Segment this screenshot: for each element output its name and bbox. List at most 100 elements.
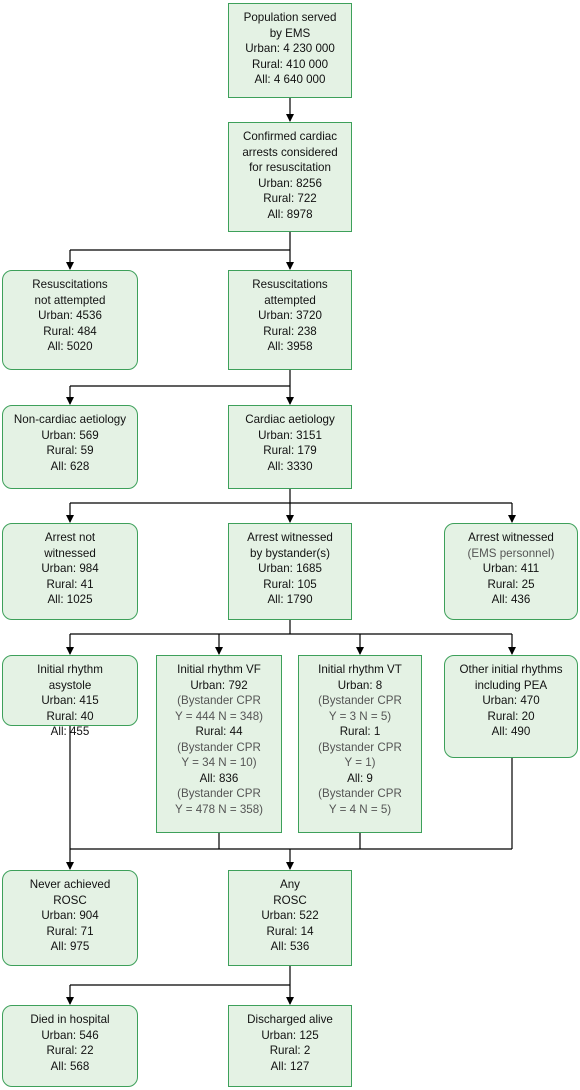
box-line: Population served <box>243 11 337 24</box>
box-vf: Initial rhythm VF Urban: 792 (Bystander CP… <box>156 655 282 833</box>
box-line: for resuscitation <box>249 161 331 174</box>
box-line: All: 4 640 000 <box>254 73 326 86</box>
box-line: Arrest witnessed <box>468 531 554 544</box>
box-line: Urban: 470 <box>482 694 540 707</box>
box-line: Urban: 125 <box>261 1028 319 1042</box>
box-line: Resuscitations <box>32 278 108 291</box>
box-line: Initial rhythm VF <box>177 663 261 676</box>
box-line: Non-cardiac aetiology <box>13 413 127 426</box>
box-line: Urban: 415 <box>41 694 99 707</box>
box-line: Rural: 238 <box>263 324 317 338</box>
box-line: Urban: 3720 <box>258 309 322 322</box>
box-line: Initial rhythm <box>37 663 103 676</box>
box-ems-witnessed: Arrest witnessed(EMS personnel)Urban: 41… <box>444 523 578 620</box>
box-line: Rural: 722 <box>263 192 317 205</box>
box-line: attempted <box>264 293 316 307</box>
box-line: All: 568 <box>50 1059 90 1073</box>
box-line: All: 1790 <box>267 593 313 606</box>
box-line: All: 975 <box>50 940 90 953</box>
box-line: Rural: 40 <box>46 709 94 723</box>
box-line: Never achieved <box>29 878 111 891</box>
box-line: All: 3958 <box>267 340 313 353</box>
box-line: by bystander(s) <box>250 546 330 560</box>
box-line: Any <box>280 878 300 891</box>
box-line: by EMS <box>269 26 311 40</box>
box-line: ROSC <box>53 893 87 907</box>
box-line: All: 127 <box>270 1059 310 1073</box>
box-line: Urban: 3151 <box>258 428 322 442</box>
box-line: Urban: 8256 <box>258 176 322 190</box>
box-line: Rural: 1 <box>339 725 381 738</box>
box-line: (Bystander CPR <box>177 740 261 754</box>
box-line: Rural: 22 <box>46 1044 94 1057</box>
box-line: Y = 1) <box>344 756 376 769</box>
box-line: Urban: 569 <box>41 428 99 442</box>
box-bystander-witnessed: Arrest witnessed by bystander(s) Urban: 16… <box>228 523 352 620</box>
box-line: arrests considered <box>242 145 338 159</box>
box-line: not attempted <box>34 293 106 307</box>
box-line: Arrest witnessed <box>247 531 333 544</box>
box-line: (Bystander CPR <box>318 694 402 707</box>
box-line: Y = 4 N = 5) <box>328 802 392 816</box>
box-line: including PEA <box>474 678 548 692</box>
box-line: Urban: 4536 <box>38 309 102 322</box>
box-line: Rural: 59 <box>46 444 94 457</box>
box-line: Urban: 4 230 000 <box>245 42 335 55</box>
box-line: Arrest not <box>44 531 96 544</box>
box-line: Rural: 20 <box>487 709 535 723</box>
box-line: witnessed <box>44 546 96 560</box>
box-line: (Bystander CPR <box>318 787 402 800</box>
box-line: All: 436 <box>491 593 531 606</box>
box-confirmed: Confirmed cardiac arrests considered for r… <box>228 122 352 232</box>
box-line: Y = 3 N = 5) <box>328 709 392 723</box>
box-line: Rural: 41 <box>46 577 94 591</box>
box-line: All: 8978 <box>267 207 313 221</box>
box-line: All: 1025 <box>47 593 93 606</box>
box-line: Rural: 44 <box>195 725 243 738</box>
box-line: Cardiac aetiology <box>245 413 335 426</box>
box-line: asystole <box>48 678 92 692</box>
box-line: All: 3330 <box>267 459 313 473</box>
box-line: Rural: 410 000 <box>251 57 329 71</box>
box-line: Confirmed cardiac <box>242 130 338 143</box>
box-line: Urban: 792 <box>190 678 248 692</box>
box-line: Rural: 25 <box>487 577 535 591</box>
box-line: Rural: 2 <box>269 1044 311 1057</box>
box-line: Rural: 105 <box>263 577 317 591</box>
box-line: Died in hospital <box>30 1013 110 1026</box>
box-line: Rural: 71 <box>46 924 94 938</box>
box-line: Urban: 1685 <box>258 562 322 575</box>
box-line: Urban: 546 <box>41 1028 99 1042</box>
box-line: Y = 34 N = 10) <box>181 756 257 769</box>
box-line: Urban: 411 <box>482 562 540 575</box>
box-line: All: 490 <box>491 725 531 738</box>
box-line: All: 9 <box>347 771 373 785</box>
box-line: (Bystander CPR <box>177 694 261 707</box>
box-line: Urban: 904 <box>41 909 99 922</box>
box-line: ROSC <box>273 893 307 907</box>
box-line: Rural: 179 <box>263 444 317 457</box>
box-line: All: 628 <box>50 459 90 473</box>
box-line: All: 836 <box>199 771 239 785</box>
box-line: (Bystander CPR <box>177 787 261 800</box>
box-line: Initial rhythm VT <box>318 663 402 676</box>
box-line: All: 5020 <box>47 340 93 353</box>
box-line: Urban: 522 <box>261 909 319 922</box>
box-line: Rural: 14 <box>266 924 314 938</box>
box-line: All: 455 <box>50 725 90 738</box>
